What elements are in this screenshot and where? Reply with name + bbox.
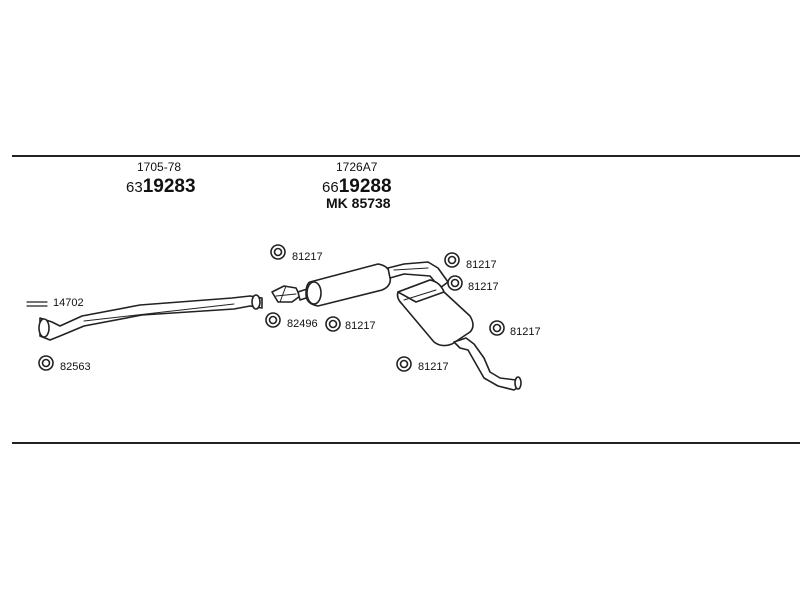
ring-81217-d bbox=[447, 275, 463, 291]
front-pipe-number: 6319283 bbox=[126, 177, 196, 196]
front-pipe-prefix: 63 bbox=[126, 179, 143, 196]
label-ring-mid: 82496 bbox=[287, 318, 318, 330]
ring-81217-e bbox=[489, 320, 505, 336]
muffler-code: 1726A7 bbox=[336, 160, 378, 174]
rear-muffler-drawing bbox=[396, 279, 474, 347]
ring-82496 bbox=[265, 312, 281, 328]
middle-silencer-drawing bbox=[297, 263, 392, 307]
ring-82563 bbox=[38, 355, 54, 371]
flange-joint-drawing bbox=[271, 285, 301, 303]
label-ring-front: 82563 bbox=[60, 361, 91, 373]
front-pipe-drawing bbox=[38, 294, 263, 341]
connecting-pipe-drawing bbox=[387, 261, 449, 289]
ring-81217-c bbox=[444, 252, 460, 268]
mounting-kit-number: MK 85738 bbox=[326, 195, 391, 211]
label-hanger-5: 81217 bbox=[510, 326, 541, 338]
tail-pipe-drawing bbox=[453, 337, 522, 391]
muffler-prefix: 66 bbox=[322, 179, 339, 196]
front-pipe-main: 19283 bbox=[142, 176, 196, 197]
ring-81217-b bbox=[325, 316, 341, 332]
label-hanger-3: 81217 bbox=[466, 259, 497, 271]
label-hanger-2: 81217 bbox=[345, 320, 376, 332]
muffler-number: 6619288 bbox=[322, 177, 392, 196]
muffler-main: 19288 bbox=[338, 176, 392, 197]
ring-81217-a bbox=[270, 244, 286, 260]
ring-81217-f bbox=[396, 356, 412, 372]
clamp-drawing bbox=[26, 301, 48, 307]
front-pipe-code: 1705-78 bbox=[137, 160, 182, 174]
bottom-rule bbox=[12, 442, 800, 444]
label-hanger-1: 81217 bbox=[292, 251, 323, 263]
label-hanger-4: 81217 bbox=[468, 281, 499, 293]
top-rule bbox=[12, 155, 800, 157]
label-clamp-front: 14702 bbox=[53, 297, 84, 309]
label-hanger-6: 81217 bbox=[418, 361, 449, 373]
